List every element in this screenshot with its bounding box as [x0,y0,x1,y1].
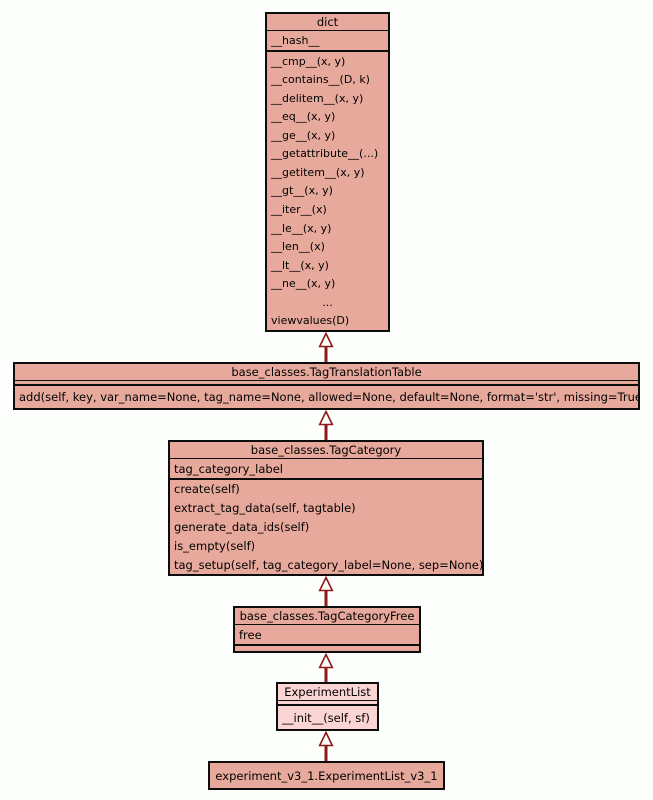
method-row: __iter__(x) [271,203,327,217]
class-title: ExperimentList [284,685,371,699]
class-title: dict [316,15,339,29]
ellipsis-row: ... [322,295,333,309]
attributes-section-empty [278,700,377,704]
class-box-tagcategory[interactable]: base_classes.TagCategory tag_category_la… [168,440,484,576]
class-box-experimentlist[interactable]: ExperimentList __init__(self, sf) [276,682,379,731]
method-row: __getattribute__(...) [271,147,379,161]
class-box-experimentlist-v3-1[interactable]: experiment_v3_1.ExperimentList_v3_1 [208,761,445,790]
attributes-section: tag_category_label [170,458,482,478]
method-row: tag_setup(self, tag_category_label=None,… [174,557,482,572]
attribute-row: tag_category_label [174,461,283,476]
method-row: __cmp__(x, y) [271,54,346,68]
attributes-section-empty [15,380,638,384]
class-title: base_classes.TagCategoryFree [239,609,415,623]
method-row: __ge__(x, y) [271,128,336,142]
method-row: __le__(x, y) [271,221,332,235]
method-row: __ne__(x, y) [271,277,336,291]
method-row: generate_data_ids(self) [174,519,310,534]
methods-section: __init__(self, sf) [278,704,377,729]
method-row: __lt__(x, y) [271,258,329,272]
method-row: __init__(self, sf) [282,710,370,725]
methods-section: create(self) extract_tag_data(self, tagt… [170,478,482,574]
methods-section-empty [235,644,419,651]
inheritance-arrow [318,410,334,440]
methods-section: __cmp__(x, y) __contains__(D, k) __delit… [267,50,388,330]
method-row: __len__(x) [271,240,325,254]
method-row: viewvalues(D) [271,314,350,328]
attributes-section: free [235,624,419,644]
class-title: base_classes.TagTranslationTable [231,365,422,379]
method-row: is_empty(self) [174,538,256,553]
method-row: create(self) [174,482,240,497]
attributes-section: __hash__ [267,30,388,50]
inheritance-arrow [318,332,334,362]
method-row: __eq__(x, y) [271,110,336,124]
method-row: extract_tag_data(self, tagtable) [174,501,356,516]
method-row: __gt__(x, y) [271,184,333,198]
class-box-tagtranslationtable[interactable]: base_classes.TagTranslationTable add(sel… [13,362,640,410]
class-box-tagcategoryfree[interactable]: base_classes.TagCategoryFree free [233,606,421,653]
method-row: __contains__(D, k) [271,73,370,87]
method-row: __delitem__(x, y) [271,91,364,105]
inheritance-arrow [318,653,334,682]
methods-section: add(self, key, var_name=None, tag_name=N… [15,384,638,408]
method-row: add(self, key, var_name=None, tag_name=N… [19,390,638,404]
attribute-row: __hash__ [271,34,320,47]
class-title: experiment_v3_1.ExperimentList_v3_1 [215,768,438,783]
inheritance-arrow [318,731,334,761]
method-row: __getitem__(x, y) [271,165,365,179]
class-title: base_classes.TagCategory [250,443,402,457]
inheritance-arrow [318,576,334,606]
attribute-row: free [239,627,262,642]
class-box-dict[interactable]: dict __hash__ __cmp__(x, y) __contains__… [265,12,390,332]
